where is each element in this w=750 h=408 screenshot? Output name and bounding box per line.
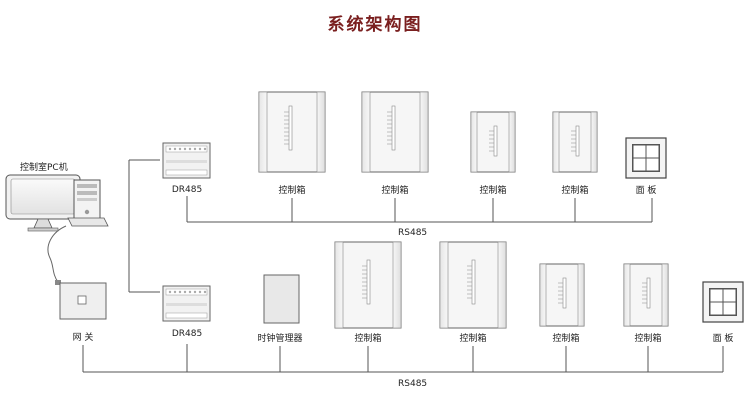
dr485-label-top: DR485 xyxy=(172,185,202,195)
control-box-label: 控制箱 xyxy=(479,184,506,196)
switch-panel-icon xyxy=(625,137,667,179)
rs485-label-bottom: RS485 xyxy=(398,379,427,389)
gateway-icon xyxy=(59,282,107,320)
switch-panel-icon xyxy=(702,281,744,323)
control-box-icon xyxy=(334,241,402,329)
control-box-label: 控制箱 xyxy=(459,332,486,344)
rs485-label-top: RS485 xyxy=(398,228,427,238)
panel-label-top: 面 板 xyxy=(636,184,657,196)
control-box-label: 控制箱 xyxy=(354,332,381,344)
clock-manager-icon xyxy=(263,274,300,324)
control-box-icon xyxy=(258,91,326,173)
rs485-bus-top xyxy=(186,196,653,223)
control-box-label: 控制箱 xyxy=(381,184,408,196)
control-box-icon xyxy=(439,241,507,329)
panel-label-bottom: 面 板 xyxy=(713,332,734,344)
control-box-icon xyxy=(470,111,516,173)
control-box-icon xyxy=(552,111,598,173)
control-box-icon xyxy=(623,263,669,327)
page-title: 系统架构图 xyxy=(327,15,423,35)
gateway-label: 网 关 xyxy=(73,331,94,343)
dr485-module-icon-bottom xyxy=(162,285,211,322)
control-box-icon xyxy=(361,91,429,173)
rs485-bus-bottom xyxy=(83,344,724,373)
pc-computer-icon xyxy=(5,174,109,285)
control-box-icon xyxy=(539,263,585,327)
control-box-label: 控制箱 xyxy=(552,332,579,344)
control-box-label: 控制箱 xyxy=(278,184,305,196)
pc-label: 控制室PC机 xyxy=(20,161,68,173)
control-box-label: 控制箱 xyxy=(634,332,661,344)
dr485-module-icon-top xyxy=(162,142,211,179)
control-box-label: 控制箱 xyxy=(561,184,588,196)
clock-manager-label: 时钟管理器 xyxy=(257,332,302,344)
dr485-label-bottom: DR485 xyxy=(172,329,202,339)
